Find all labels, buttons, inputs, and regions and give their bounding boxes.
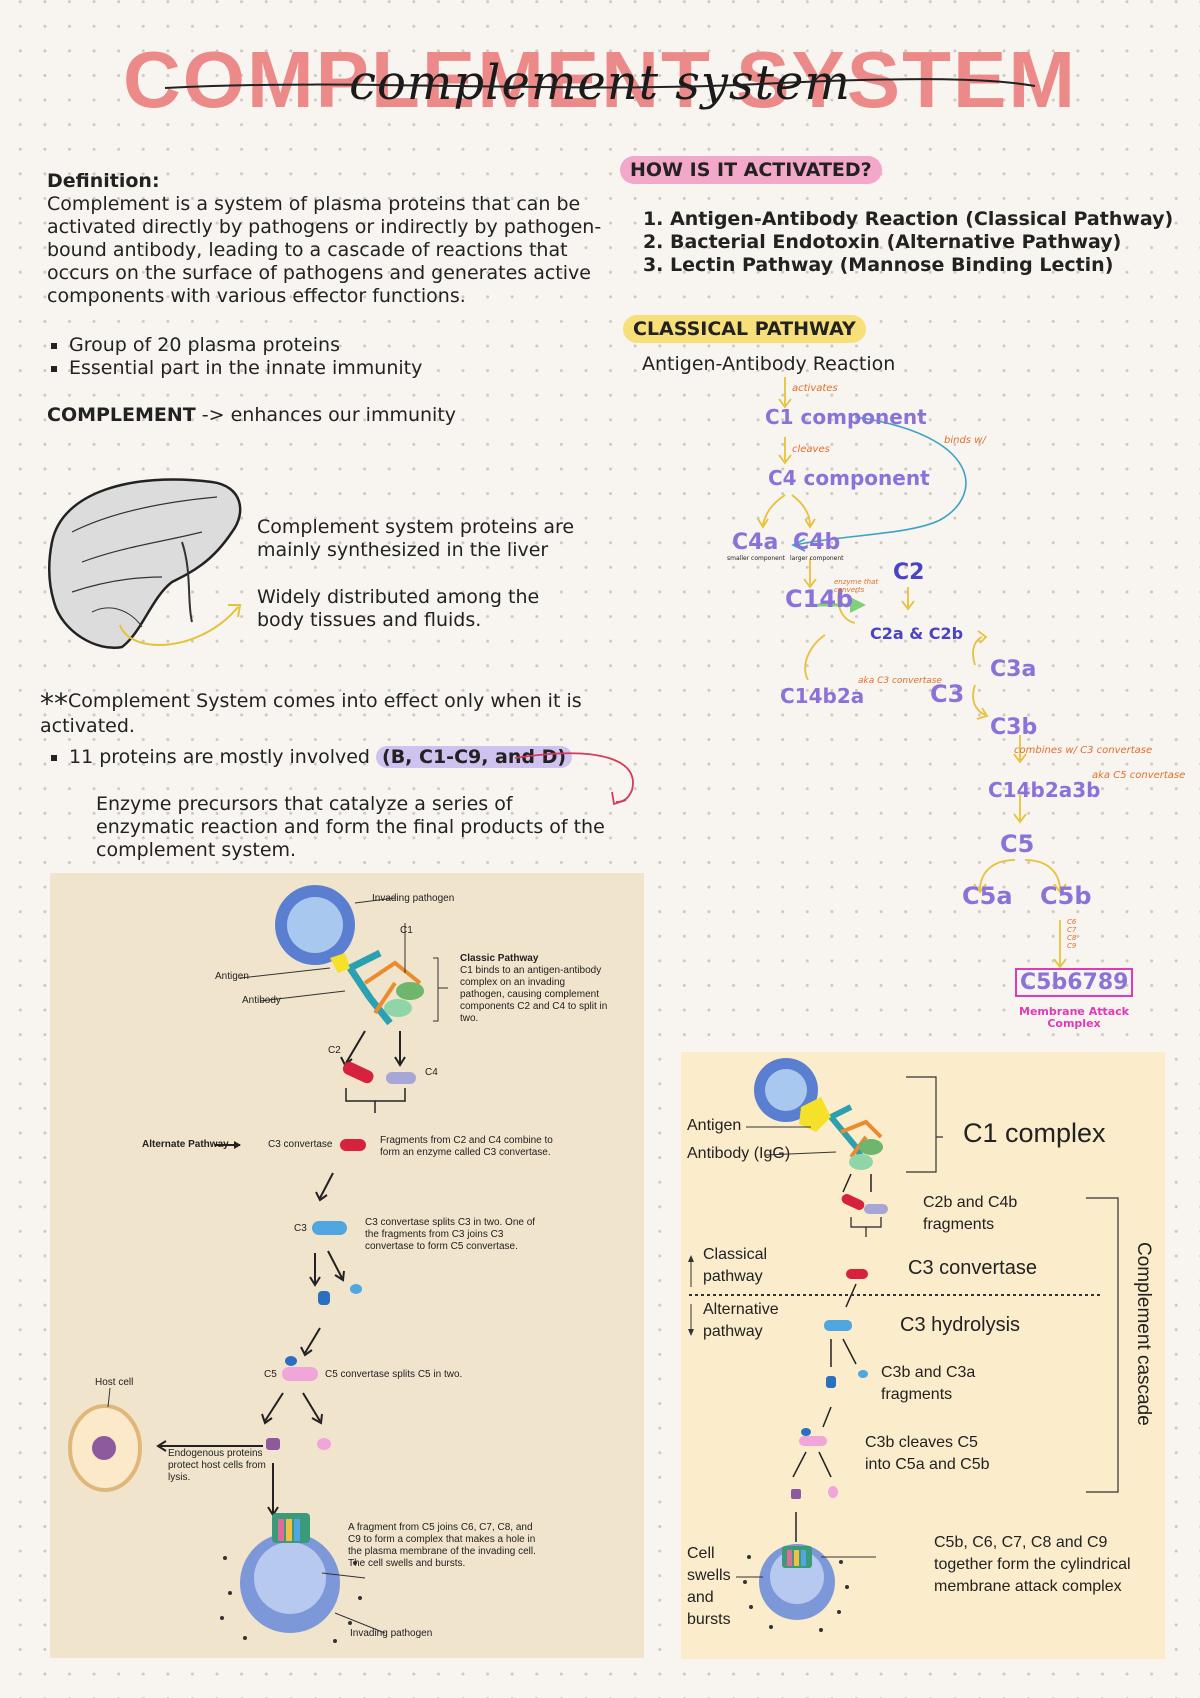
label-c2: C2 [328,1045,341,1056]
note-c4b: larger component [790,555,844,562]
complement-text: -> enhances our immunity [195,404,457,426]
label-mac: Membrane Attack Complex [1019,1005,1129,1030]
proteins-curve-arrow [514,752,634,806]
node-c4b: C4b [793,530,841,555]
note-c4a: smaller component [727,555,785,562]
label-c3-convertase: aka C3 convertase [858,676,942,686]
node-c2: C2 [893,560,925,585]
node-c4: C4 component [768,466,930,490]
proteins-line: 11 proteins are mostly involved (B, C1-C… [47,746,607,769]
node-mac: C5b6789 [1015,968,1134,997]
label-c2b-c4b: C2b and C4b fragments [923,1194,1018,1233]
label-invading-bottom: Invading pathogen [350,1628,433,1639]
label-c3-convertase-2: C3 convertase [908,1257,1037,1279]
bullet-item: Group of 20 plasma proteins [69,334,607,357]
label-c1: C1 [400,925,413,936]
label-classical-pathway: Classical pathway [703,1246,768,1285]
definition-bullets: Group of 20 plasma proteins Essential pa… [47,334,607,380]
figure-complement-cascade: Antigen Antibody (IgG) C1 complex C2b an… [681,1052,1165,1659]
label-alternative-pathway: Alternative pathway [703,1301,779,1340]
node-c2a-c2b: C2a & C2b [870,624,964,643]
node-c1: C1 component [765,405,927,429]
definition-section: Definition: Complement is a system of pl… [47,170,617,308]
definition-body: Complement is a system of plasma protein… [47,193,602,307]
liver-arrow [119,604,242,646]
label-antibody: Antibody [242,995,281,1006]
classic-pathway-title: Classic Pathway [460,953,539,964]
activation-item: Lectin Pathway (Mannose Binding Lectin) [670,254,1200,277]
liver-text-1: Complement system proteins are mainly sy… [257,516,575,561]
label-c6-c9: C6 C7 C8 C9 [1067,918,1077,950]
note-text: Complement System comes into effect only… [40,690,582,737]
node-c5b: C5b [1040,882,1092,910]
node-c3a: C3a [990,657,1037,682]
c3-convertase-text: Fragments from C2 and C4 combine to form… [380,1135,553,1158]
label-host-cell: Host cell [95,1377,134,1388]
figure2-graphics [688,1058,1119,1632]
proteins-prefix: 11 proteins are mostly involved [69,746,377,768]
figure1-graphics [68,885,448,1643]
label-antibody-2: Antibody (IgG) [687,1145,791,1162]
label-c3b-cleaves: C3b cleaves C5 into C5a and C5b [865,1434,990,1473]
label-c4: C4 [425,1067,438,1078]
activation-note: **Complement System comes into effect on… [40,690,680,738]
label-c3-hydrolysis: C3 hydrolysis [900,1314,1021,1336]
node-c5: C5 [1000,830,1035,858]
label-c5-convertase: aka C5 convertase [1092,770,1186,781]
classic-pathway-text: C1 binds to an antigen-antibody complex … [460,965,608,1024]
node-c5a: C5a [962,882,1013,910]
endogenous-text: Endogenous proteins protect host cells f… [168,1448,266,1483]
c3-text: C3 convertase splits C3 in two. One of t… [365,1217,536,1252]
label-enzyme: enzyme that converts [834,578,879,594]
node-c14b: C14b [785,585,854,613]
label-binds: binds w/ [944,435,986,446]
label-c3: C3 [294,1223,307,1234]
classical-heading: CLASSICAL PATHWAY [623,315,866,343]
activation-heading: HOW IS IT ACTIVATED? [620,156,882,184]
liver-illustration [48,478,242,650]
complement-label: COMPLEMENT [47,404,196,426]
proteins-highlight: (B, C1-C9, and D) [376,746,573,768]
node-c3b: C3b [990,715,1038,740]
complement-line: COMPLEMENT -> enhances our immunity [47,404,607,427]
node-c14b2a3b: C14b2a3b [988,778,1101,802]
activation-item: Antigen-Antibody Reaction (Classical Pat… [670,208,1200,231]
note-stars: ** [40,687,68,720]
node-c3: C3 [930,680,965,708]
label-alternate-pathway: Alternate Pathway [142,1139,229,1150]
c5-text: C5 convertase splits C5 in two. [325,1369,463,1380]
definition-heading: Definition: [47,170,160,192]
label-cleaves: cleaves [792,444,830,455]
figure-classic-pathway: Invading pathogen C1 Antigen Antibody Cl… [50,873,644,1658]
activation-item: Bacterial Endotoxin (Alternative Pathway… [670,231,1200,254]
label-antigen-2: Antigen [687,1117,742,1134]
label-complement-cascade: Complement cascade [1133,1242,1154,1426]
bullet-item: Essential part in the innate immunity [69,357,607,380]
label-c5: C5 [264,1369,277,1380]
label-invading-top: Invading pathogen [372,893,455,904]
node-c4a: C4a [732,530,779,555]
activation-list: Antigen-Antibody Reaction (Classical Pat… [640,208,1200,277]
classical-start: Antigen-Antibody Reaction [642,353,896,375]
label-combines: combines w/ C3 convertase [1014,745,1153,756]
enzyme-text: Enzyme precursors that catalyze a series… [96,793,605,861]
liver-text-2: Widely distributed among the body tissue… [257,586,540,631]
label-antigen: Antigen [215,971,249,982]
label-c3-convertase: C3 convertase [268,1139,333,1150]
label-activates: activates [792,383,838,394]
fragment-text: A fragment from C5 joins C6, C7, C8, and… [348,1522,536,1569]
classical-pathway-arrows [757,377,1067,969]
title-underline [164,78,1036,89]
label-c1-complex: C1 complex [963,1118,1106,1148]
node-c14b2a: C14b2a [780,684,865,708]
label-c3b-c3a: C3b and C3a fragments [881,1364,976,1403]
label-mac-text: C5b, C6, C7, C8 and C9 together form the… [934,1534,1131,1595]
label-cell-bursts: Cell swells and bursts [687,1545,731,1628]
